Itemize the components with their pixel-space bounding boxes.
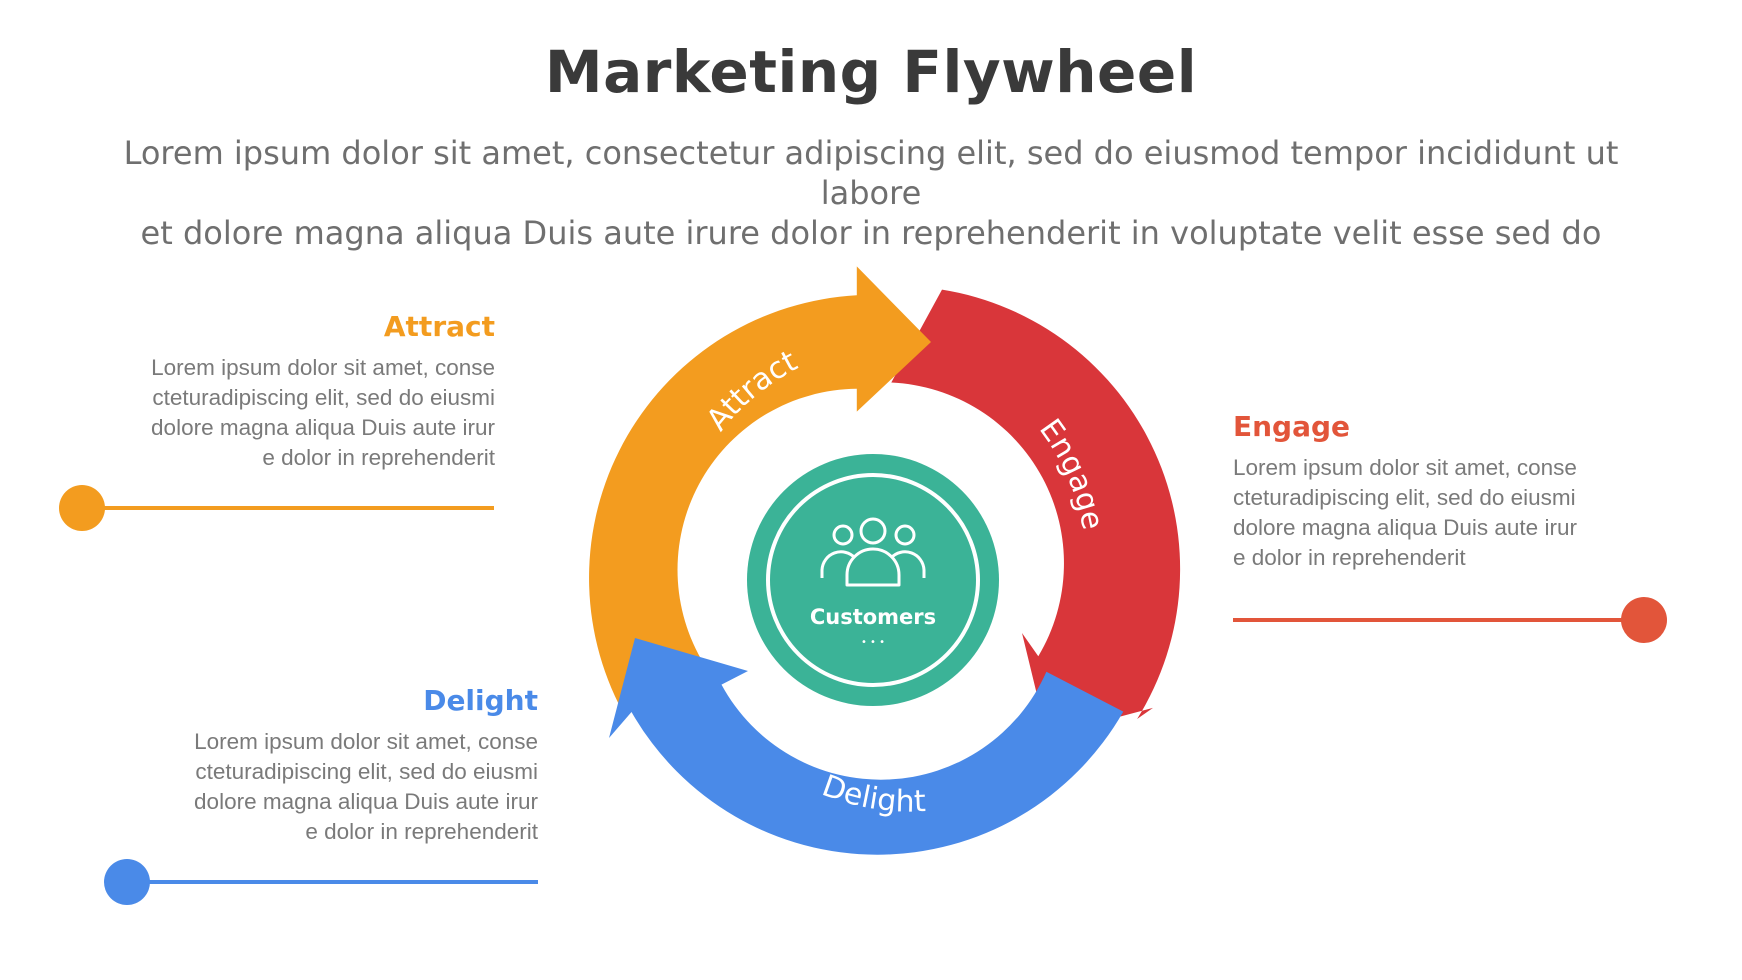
attract-connector-line [82, 506, 494, 510]
attract-desc-line: Lorem ipsum dolor sit amet, conse [151, 355, 495, 380]
attract-description: Lorem ipsum dolor sit amet, conse ctetur… [110, 353, 495, 473]
customers-dots: • • • [861, 637, 885, 648]
delight-arc-arrow [609, 638, 1124, 855]
attract-arc-arrow [589, 266, 931, 704]
engage-connector-dot [1621, 597, 1667, 643]
subtitle-line-1: Lorem ipsum dolor sit amet, consectetur … [123, 134, 1619, 212]
attract-desc-line: dolore magna aliqua Duis aute irur [151, 415, 495, 440]
attract-desc-line: cteturadipiscing elit, sed do eiusmi [152, 385, 495, 410]
page-subtitle: Lorem ipsum dolor sit amet, consectetur … [71, 133, 1671, 253]
page-title: Marketing Flywheel [544, 38, 1198, 106]
attract-title: Attract [383, 310, 495, 343]
attract-desc-line: e dolor in reprehenderit [262, 445, 495, 470]
subtitle-line-2: et dolore magna aliqua Duis aute irure d… [140, 214, 1602, 252]
customers-center-circle [747, 454, 999, 706]
delight-connector-dot [104, 859, 150, 905]
engage-desc-line: e dolor in reprehenderit [1233, 545, 1466, 570]
attract-connector-dot [59, 485, 105, 531]
delight-title: Delight [423, 684, 538, 717]
delight-description: Lorem ipsum dolor sit amet, conse ctetur… [150, 727, 538, 847]
people-group-icon [820, 517, 926, 587]
delight-desc-line: dolore magna aliqua Duis aute irur [194, 789, 538, 814]
engage-block: Engage Lorem ipsum dolor sit amet, conse… [1233, 410, 1633, 573]
delight-block: Delight Lorem ipsum dolor sit amet, cons… [150, 684, 538, 847]
engage-desc-line: Lorem ipsum dolor sit amet, conse [1233, 455, 1577, 480]
customers-inner-ring [766, 473, 980, 687]
attract-block: Attract Lorem ipsum dolor sit amet, cons… [110, 310, 495, 473]
delight-desc-line: e dolor in reprehenderit [305, 819, 538, 844]
delight-connector-line [127, 880, 538, 884]
engage-connector-line [1233, 618, 1643, 622]
engage-arc-arrow [891, 289, 1181, 736]
engage-description: Lorem ipsum dolor sit amet, conse ctetur… [1233, 453, 1633, 573]
engage-title: Engage [1233, 410, 1351, 443]
customers-label: Customers [810, 605, 936, 629]
delight-desc-line: cteturadipiscing elit, sed do eiusmi [195, 759, 538, 784]
engage-desc-line: dolore magna aliqua Duis aute irur [1233, 515, 1577, 540]
delight-desc-line: Lorem ipsum dolor sit amet, conse [194, 729, 538, 754]
engage-desc-line: cteturadipiscing elit, sed do eiusmi [1233, 485, 1576, 510]
